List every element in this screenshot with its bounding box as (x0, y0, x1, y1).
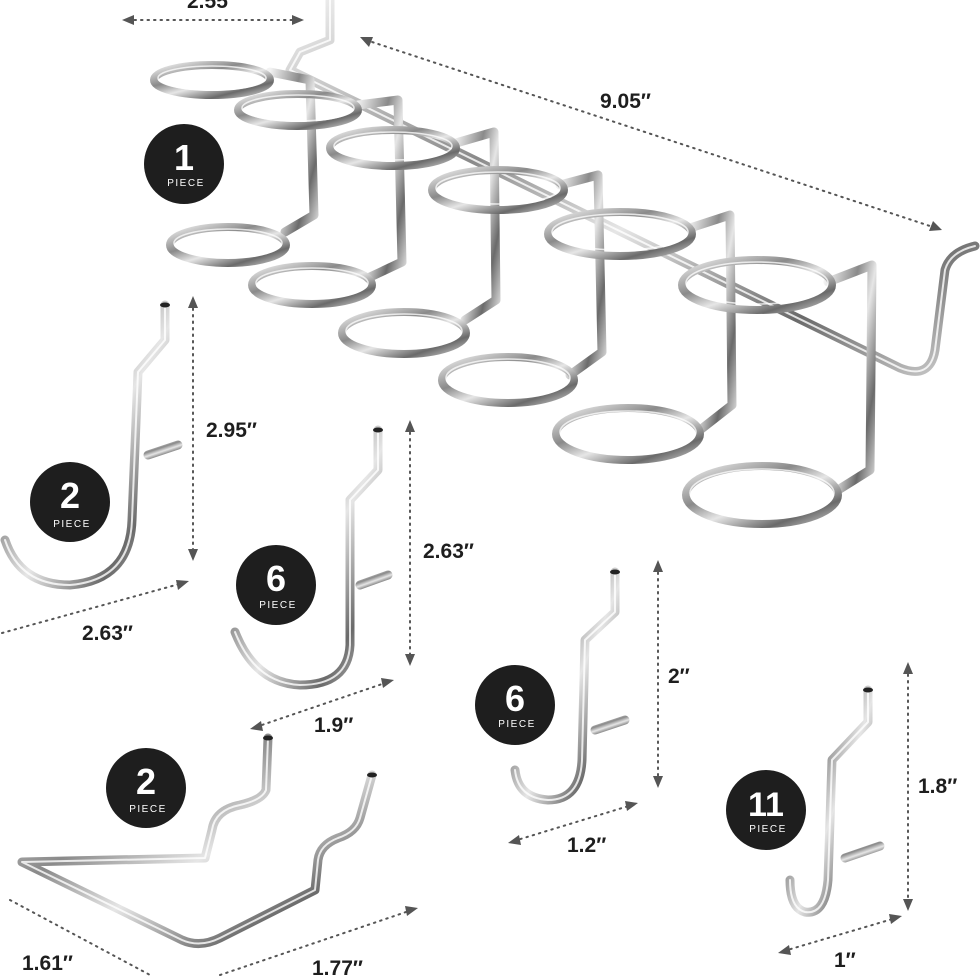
ring-set-6 (678, 256, 877, 528)
large-hook-illustration (0, 300, 183, 590)
ring-set-2 (234, 90, 407, 308)
dim-loop-width: 1.61″ (22, 952, 73, 975)
dim-medium-hook-depth: 1.9″ (314, 714, 353, 737)
dim-large-hook-depth: 2.63″ (82, 622, 133, 645)
badge-xsmall-hook-count: 11 (748, 786, 784, 824)
badge-medium-hook-unit: PIECE (259, 600, 297, 611)
ring-set-5 (544, 208, 737, 464)
ring-holder-illustration (150, 0, 980, 528)
badge-holder: 1 PIECE (144, 124, 224, 204)
loop-hook-illustration (17, 733, 377, 948)
badge-loop-hook: 2 PIECE (106, 748, 186, 828)
dim-loop-depth: 1.77″ (312, 957, 363, 980)
badge-medium-hook-count: 6 (266, 558, 286, 599)
badge-large-hook-unit: PIECE (53, 519, 91, 530)
dim-xsmall-hook-height: 1.8″ (918, 775, 957, 798)
dim-small-hook-height: 2″ (668, 665, 690, 688)
badge-small-hook-unit: PIECE (498, 719, 536, 730)
medium-hook-illustration (230, 425, 393, 690)
dimension-lines (1, 15, 942, 976)
badge-loop-hook-unit: PIECE (129, 804, 167, 815)
ring-set-1 (150, 61, 319, 267)
dim-small-hook-depth: 1.2″ (567, 834, 606, 857)
badge-medium-hook: 6 PIECE (236, 545, 316, 625)
dim-large-hook-height: 2.95″ (206, 419, 257, 442)
badge-holder-count: 1 (174, 137, 194, 178)
badge-small-hook-count: 6 (505, 678, 525, 719)
dim-holder-length: 9.05″ (600, 90, 651, 113)
dim-medium-hook-height: 2.63″ (423, 540, 474, 563)
small-hook-illustration (510, 567, 630, 805)
dim-holder-depth: 2.55″ (187, 0, 238, 13)
badge-xsmall-hook-unit: PIECE (749, 824, 787, 835)
badge-holder-unit: PIECE (167, 178, 205, 189)
ring-set-3 (326, 126, 501, 358)
dim-xsmall-hook-depth: 1″ (834, 949, 856, 972)
badge-large-hook-count: 2 (60, 475, 80, 516)
ring-set-4 (428, 166, 607, 407)
badge-large-hook: 2 PIECE (30, 462, 110, 542)
badge-small-hook: 6 PIECE (475, 665, 555, 745)
badge-xsmall-hook: 11 PIECE (726, 770, 806, 850)
badge-loop-hook-count: 2 (136, 761, 156, 802)
xsmall-hook-illustration (785, 685, 885, 917)
